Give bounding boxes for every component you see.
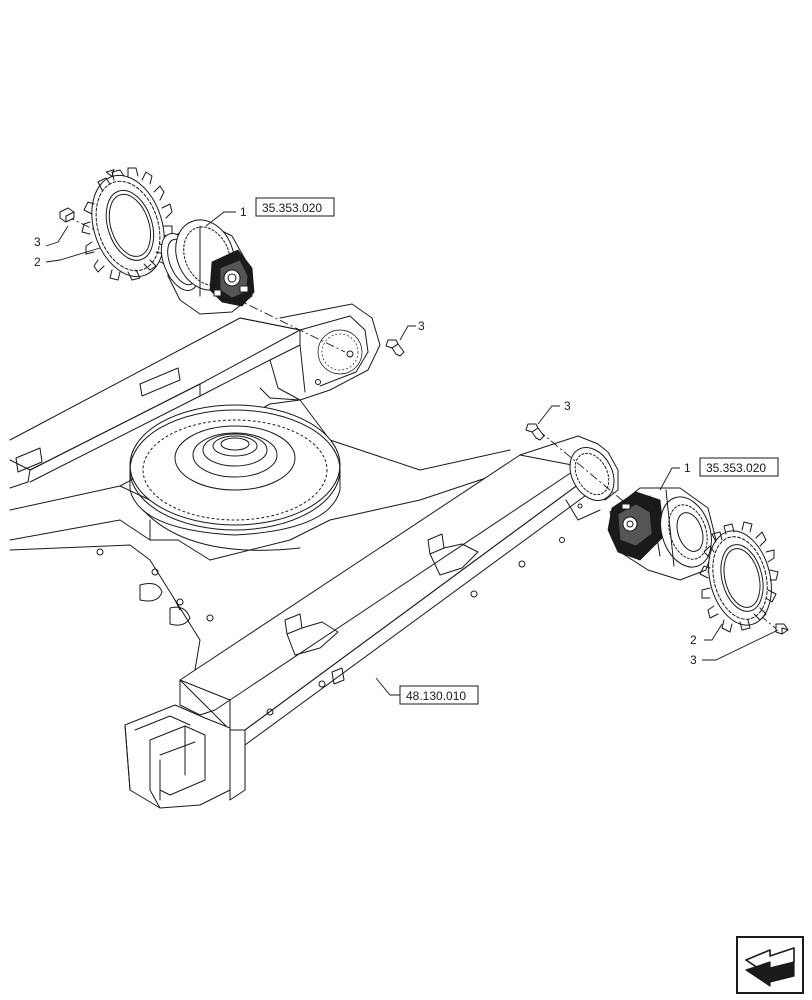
callout-bolt-left: 3 <box>34 235 41 249</box>
travel-motor-right <box>607 487 717 581</box>
callout-bolt-right: 3 <box>690 653 697 667</box>
callout-sprocket-right: 2 <box>690 633 697 647</box>
ref-text-motor-right: 35.353.020 <box>706 461 766 475</box>
ref-text-motor-left: 35.353.020 <box>262 201 322 215</box>
callout-bolt-frame-left: 3 <box>418 319 425 333</box>
callout-sprocket-left: 2 <box>34 255 41 269</box>
sprocket-left <box>91 169 165 278</box>
callout-motor-right: 1 <box>684 461 691 475</box>
ref-box-motor-right[interactable]: 35.353.020 <box>699 457 779 477</box>
bolt-right <box>775 623 789 635</box>
back-arrow-icon[interactable] <box>736 936 804 994</box>
callout-bolt-frame-right: 3 <box>564 399 571 413</box>
sprocket-right <box>699 521 779 633</box>
leader-lines <box>45 211 779 696</box>
bolt-frame-left <box>385 339 405 357</box>
ref-box-frame[interactable]: 48.130.010 <box>399 685 479 705</box>
undercarriage-frame <box>9 303 619 809</box>
bolt-frame-right <box>525 423 545 441</box>
callout-motor-left: 1 <box>240 205 247 219</box>
bolt-left <box>59 207 75 223</box>
ref-text-frame: 48.130.010 <box>406 689 466 703</box>
travel-motor-left <box>160 219 255 315</box>
ref-box-motor-left[interactable]: 35.353.020 <box>255 197 335 217</box>
